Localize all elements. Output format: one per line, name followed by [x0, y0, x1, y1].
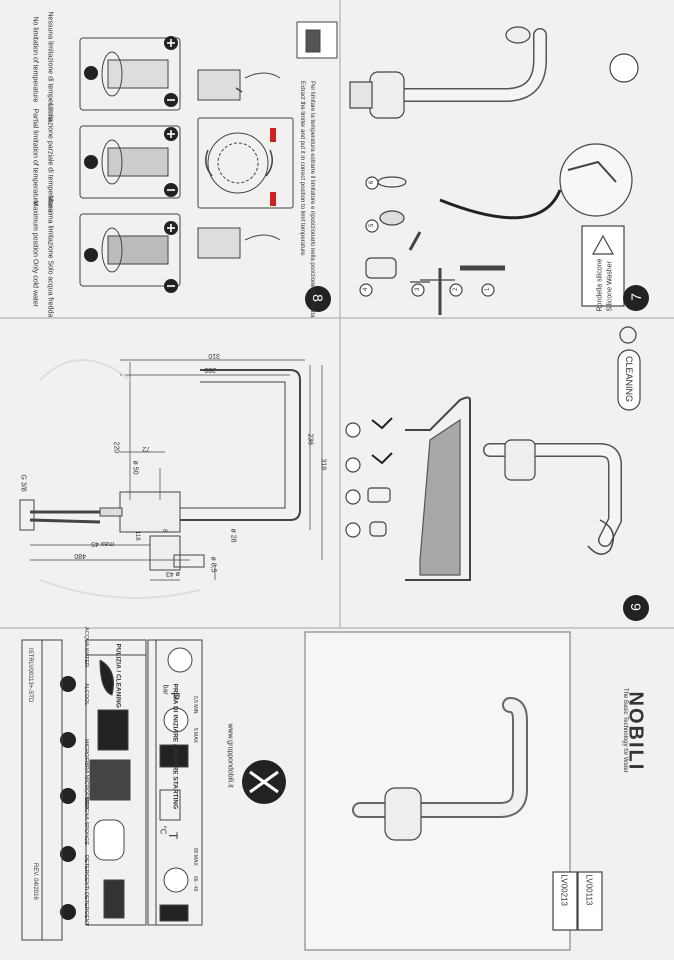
website: www.gruppondobili.it: [226, 723, 234, 788]
step-4: 4: [363, 287, 369, 291]
cleaning-item-sponge: SPUGNA SPONGE: [83, 797, 89, 845]
section-9: [345, 326, 649, 621]
step-6: 6: [369, 180, 375, 184]
warning-text-en: Silicone Washer: [606, 261, 614, 312]
page-number-9: 9: [628, 603, 644, 611]
section-8: [79, 21, 338, 312]
cover: [304, 631, 603, 951]
cleaning-item-alcohol: ALCOOL: [83, 683, 89, 706]
row3-text-en: Maximum position Only cold water: [31, 200, 39, 308]
dim-43: ø 43: [165, 570, 180, 577]
dimension-drawing: [19, 359, 323, 599]
model-code-2: LV00213: [559, 874, 569, 906]
unit-celsius: °C: [158, 825, 168, 835]
brand-tagline: The Basic Technology for Water: [622, 688, 628, 773]
temp-max: 80 MAX: [192, 848, 198, 866]
dim-220: 220: [112, 441, 120, 454]
before-starting-panel: [147, 639, 203, 926]
cleaning-item-detergent: DETERGENTI DETERGENT: [83, 855, 89, 926]
cleaning-title: CLEANING: [624, 355, 634, 402]
page-number-7: 7: [628, 293, 644, 301]
dim-28: ø 28: [229, 528, 237, 543]
pressure-min: 0,5 MIN: [192, 696, 198, 714]
dim-72: 72: [142, 445, 150, 452]
dim-236: 236: [306, 433, 314, 446]
section-7: [349, 26, 649, 315]
step-3: 3: [415, 287, 421, 291]
dim-318: 318: [319, 458, 327, 471]
dim-480: 480: [74, 552, 86, 559]
tools-icon: [242, 760, 286, 804]
cleaning-item-water: ACQUA WATER: [83, 627, 89, 668]
row3-text-it: Massima limitazione Solo acqua fredda: [46, 195, 54, 318]
temp-range: 65 - 45: [192, 876, 198, 892]
step-2: 2: [453, 287, 459, 291]
unit-bar: bar: [161, 684, 169, 695]
cleaning-panel-title: PULIZIA / CLEANING: [114, 643, 122, 708]
dim-85: ø 8,5: [209, 556, 217, 573]
cartridge-row: [101, 51, 169, 273]
step-5: 5: [369, 223, 375, 227]
dim-38: G 3/8: [19, 474, 27, 492]
dim-50: ø 50: [131, 460, 139, 475]
dim-8: 8: [161, 529, 167, 533]
page-number-8: 8: [310, 294, 326, 302]
dim-280: 280: [204, 366, 216, 373]
dim-310: 310: [208, 352, 220, 359]
cleaning-panel: [21, 639, 147, 941]
cleaning-item-microfiber: MICROFIBRA MICROFIBER: [83, 739, 89, 810]
dim-45: max 45: [91, 540, 114, 547]
instruction-text-en: Extract the limiter and put it in correc…: [299, 81, 305, 256]
pressure-label: P: [168, 692, 182, 701]
model-code-1: LV00113: [584, 874, 594, 906]
step-1: 1: [485, 287, 491, 291]
instruction-text-it: Per limitare la temperatura estrarre il …: [309, 81, 315, 318]
pressure-max: 5 MAX: [192, 728, 198, 744]
revision: REV. 04/2016: [32, 863, 38, 900]
doc-code: ISTRLV00113+-STD: [27, 648, 33, 703]
warning-text: Rondella silicone: [596, 258, 604, 312]
dim-118: 118: [134, 531, 140, 541]
temp-label: T: [166, 832, 180, 840]
